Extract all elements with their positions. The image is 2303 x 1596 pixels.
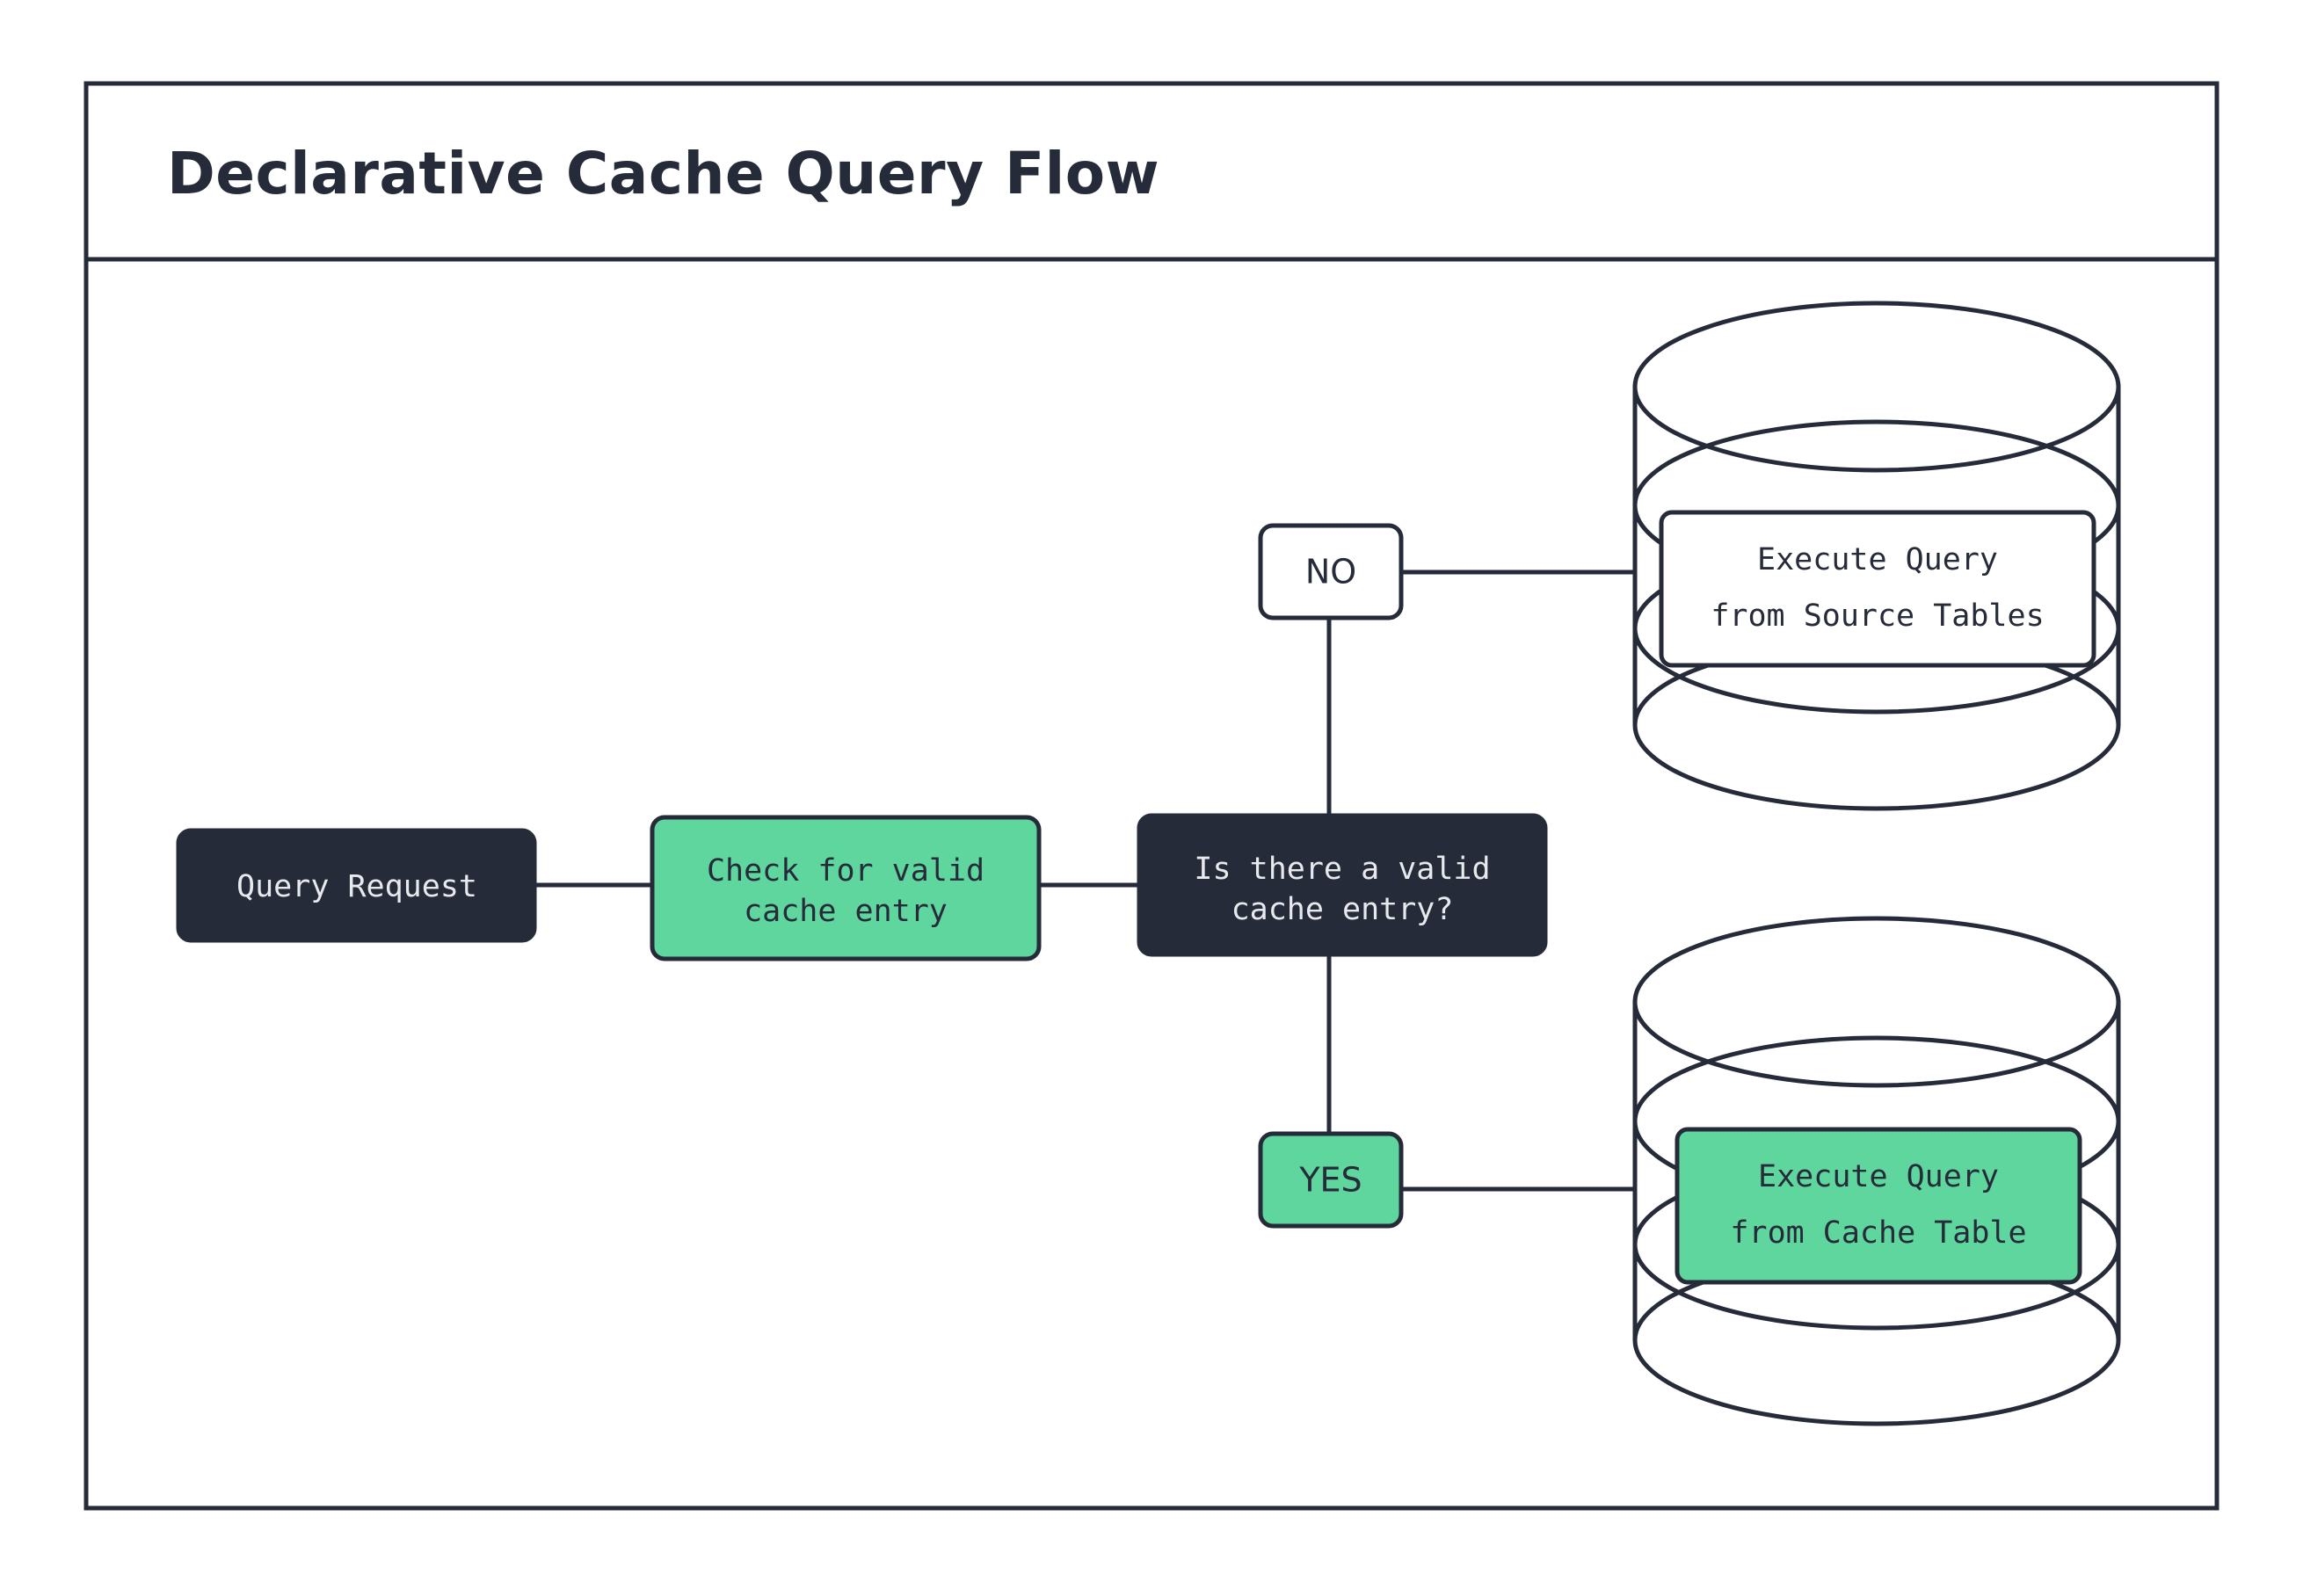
decision-box xyxy=(1137,813,1548,957)
cache-db-label-line2: from Cache Table xyxy=(1730,1215,2026,1251)
source-tables-database[interactable]: Execute Query from Source Tables xyxy=(1632,301,2121,811)
decision-label-line1: Is there a valid xyxy=(1194,852,1490,887)
decision-label-line2: cache entry? xyxy=(1231,892,1454,927)
source-db-disk-top xyxy=(1632,301,2121,473)
yes-box xyxy=(1258,1131,1404,1229)
query-request-box xyxy=(176,828,537,943)
cache-db-label-plate xyxy=(1675,1127,2082,1285)
branch-label-yes[interactable]: YES xyxy=(1258,1131,1404,1229)
query-request-label: Query Request xyxy=(236,869,477,904)
yes-label: YES xyxy=(1298,1161,1362,1200)
source-db-label-plate xyxy=(1659,510,2096,668)
source-db-label-line1: Execute Query xyxy=(1757,542,1998,577)
check-cache-box xyxy=(650,815,1042,961)
node-check-cache-entry[interactable]: Check for valid cache entry xyxy=(650,815,1042,961)
cache-db-label-line1: Execute Query xyxy=(1758,1159,1999,1194)
node-decision-valid-cache[interactable]: Is there a valid cache entry? xyxy=(1137,813,1548,957)
check-cache-label-line2: cache entry xyxy=(744,894,948,929)
cache-db-disk-3 xyxy=(1632,1244,2121,1331)
page-title: Declarative Cache Query Flow xyxy=(167,140,1159,207)
branch-label-no[interactable]: NO xyxy=(1258,523,1404,620)
node-query-request[interactable]: Query Request xyxy=(176,828,537,943)
cache-table-database[interactable]: Execute Query from Cache Table xyxy=(1632,916,2121,1426)
cache-db-disk-top xyxy=(1632,916,2121,1088)
no-label: NO xyxy=(1305,553,1356,591)
no-box xyxy=(1258,523,1404,620)
source-db-label-line2: from Source Tables xyxy=(1711,598,2044,634)
source-db-disk-2-top xyxy=(1632,419,2121,506)
check-cache-label-line1: Check for valid xyxy=(707,853,984,889)
cache-db-disk-2-top xyxy=(1632,1035,2121,1122)
source-db-disk-3 xyxy=(1632,628,2121,715)
